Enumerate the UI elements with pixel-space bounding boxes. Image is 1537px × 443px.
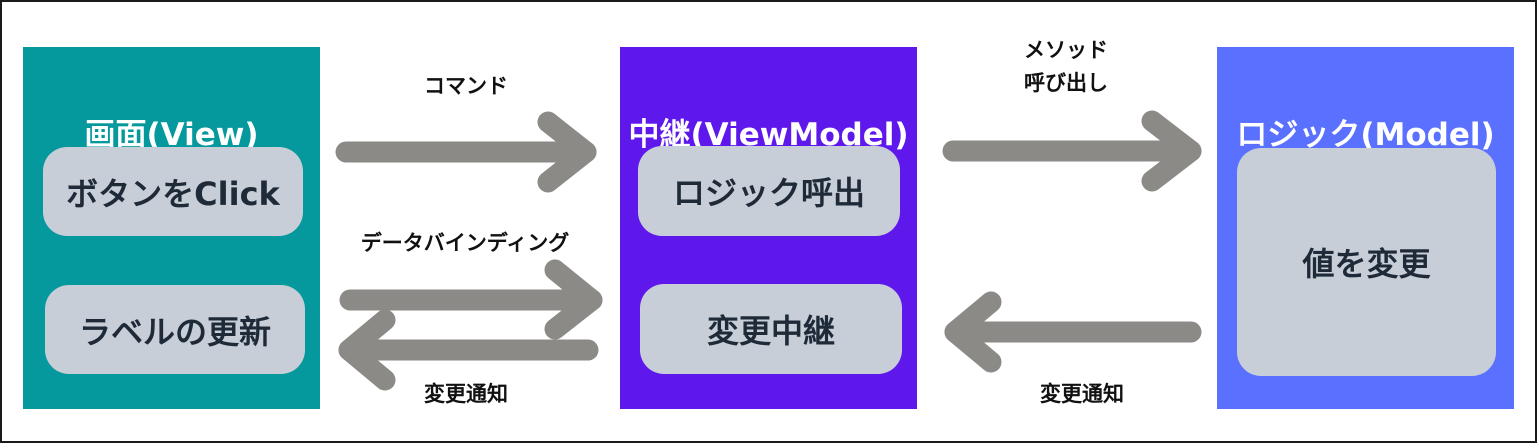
view-panel: 画面(View) ボタンをClick ラベルの更新	[23, 47, 320, 409]
click-button-chip: ボタンをClick	[43, 147, 303, 236]
change-notify-left-arrow	[338, 309, 599, 391]
viewmodel-panel: 中継(ViewModel) ロジック呼出 変更中継	[620, 47, 917, 409]
data-binding-label: データバインディング	[360, 231, 570, 255]
relay-change-chip: 変更中継	[640, 284, 902, 374]
change-notify-right-arrow	[944, 291, 1202, 373]
command-label: コマンド	[424, 74, 508, 98]
change-notify-right-label: 変更通知	[1040, 382, 1124, 406]
method-call-label-line2: 呼び出し	[1024, 71, 1108, 95]
method-call-label-line1: メソッド	[1024, 38, 1108, 62]
command-arrow	[335, 111, 597, 193]
change-notify-left-label: 変更通知	[424, 382, 508, 406]
call-logic-chip: ロジック呼出	[638, 146, 900, 236]
update-label-chip: ラベルの更新	[45, 285, 305, 374]
data-binding-arrow	[339, 259, 603, 340]
method-call-arrow	[942, 110, 1202, 192]
model-panel: ロジック(Model) 値を変更	[1217, 47, 1514, 409]
change-value-chip: 値を変更	[1237, 148, 1496, 376]
model-panel-title: ロジック(Model)	[1236, 117, 1495, 153]
